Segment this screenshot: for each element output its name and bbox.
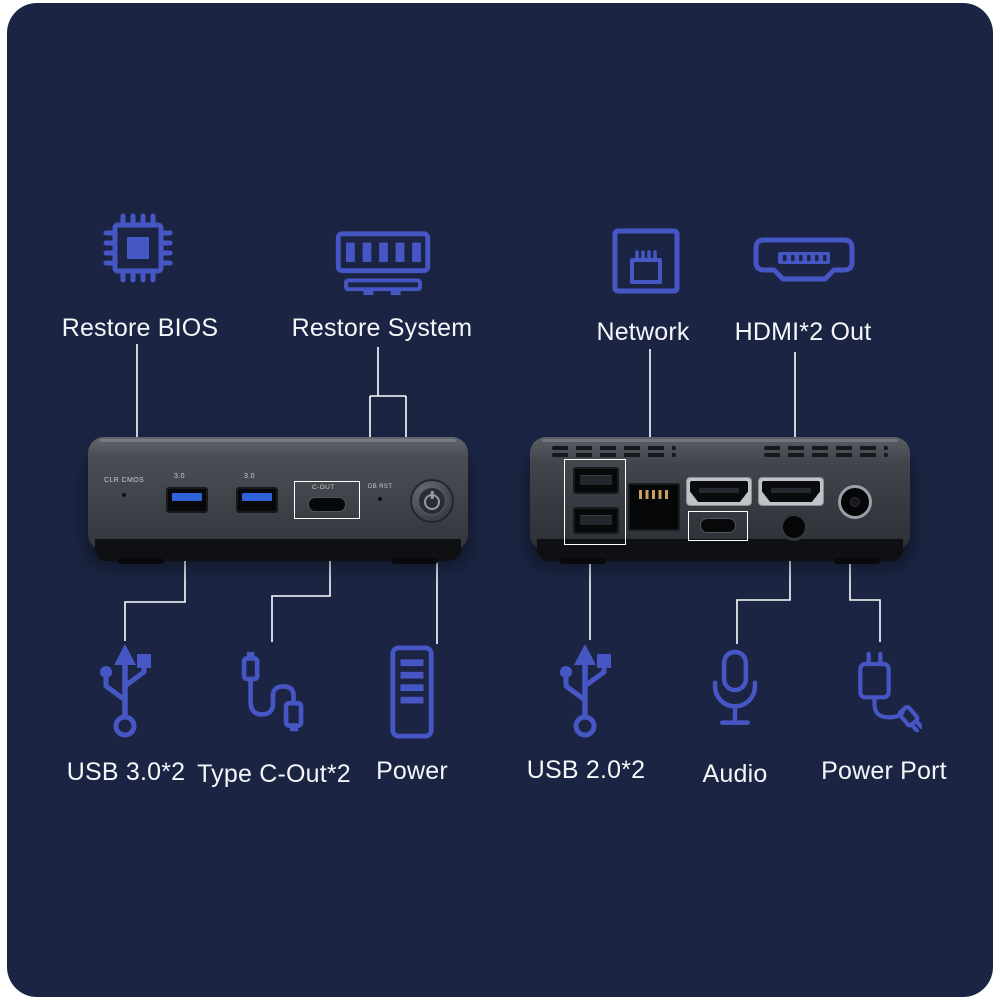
hdmi-port-1 xyxy=(686,477,752,506)
usb2-port-2 xyxy=(573,507,619,534)
usb3-port-2 xyxy=(236,487,278,513)
restore-system-label: Restore System xyxy=(291,314,473,342)
usb3-port-1 xyxy=(166,487,208,513)
restore-bios-label: Restore BIOS xyxy=(61,314,219,342)
clr-cmos-label: CLR CMOS xyxy=(104,477,145,484)
usb-trident-icon xyxy=(560,644,611,738)
front-chassis xyxy=(88,437,468,549)
usb2-callout-box xyxy=(564,459,626,545)
power-port-label: Power Port xyxy=(821,757,947,785)
power-button xyxy=(410,479,454,523)
network-label: Network xyxy=(596,318,690,346)
audio-label: Audio xyxy=(702,760,768,788)
front-foot-right xyxy=(392,558,438,564)
usb20-label: USB 2.0*2 xyxy=(526,756,646,784)
type-c-port xyxy=(308,497,346,512)
front-foot-left xyxy=(118,558,164,564)
rear-foot-right xyxy=(834,558,880,564)
vent-slots-left xyxy=(552,453,676,457)
vent-slots-right xyxy=(764,453,888,457)
power-tower-icon xyxy=(390,645,434,739)
audio-jack xyxy=(780,513,808,541)
ram-icon xyxy=(335,231,431,296)
reset-label: DB RST xyxy=(368,484,393,490)
usb3-port-label-1: 3.0 xyxy=(174,473,185,480)
rear-foot-left xyxy=(560,558,606,564)
power-label: Power xyxy=(376,757,448,785)
usb30-label: USB 3.0*2 xyxy=(66,758,186,786)
mini-pc-front: CLR CMOS 3.0 3.0 C-OUT DB RST xyxy=(88,437,468,565)
rear-type-c-port xyxy=(700,518,736,533)
clr-cmos-pinhole xyxy=(122,493,126,497)
rear-type-c-callout-box xyxy=(688,511,748,541)
type-c-port-label: C-OUT xyxy=(312,484,335,491)
power-button-cap xyxy=(418,487,446,515)
power-adapter-icon xyxy=(858,651,922,732)
usb-trident-icon xyxy=(100,644,151,738)
ethernet-port xyxy=(628,483,680,531)
rear-top-edge xyxy=(542,439,898,442)
type-c-out-label: Type C-Out*2 xyxy=(197,760,351,788)
usb3-port-label-2: 3.0 xyxy=(244,473,255,480)
bios-chip-icon xyxy=(103,213,173,283)
ethernet-icon xyxy=(612,228,680,294)
rear-base xyxy=(537,539,903,561)
dc-power-jack xyxy=(838,485,872,519)
microphone-icon xyxy=(712,649,758,725)
usb3-tab xyxy=(242,493,272,501)
vent-slots-right xyxy=(764,446,888,450)
usb-c-cable-icon xyxy=(241,651,304,732)
hdmi-port-2 xyxy=(758,477,824,506)
usb2-port-1 xyxy=(573,467,619,494)
hdmi-icon xyxy=(753,237,855,282)
type-c-callout-box xyxy=(294,481,360,519)
front-top-edge xyxy=(100,439,456,442)
vent-slots-left xyxy=(552,446,676,450)
front-base xyxy=(95,539,461,561)
reset-pinhole xyxy=(378,497,382,501)
mini-pc-rear xyxy=(530,437,910,565)
usb3-tab xyxy=(172,493,202,501)
hdmi-out-label: HDMI*2 Out xyxy=(734,318,872,346)
